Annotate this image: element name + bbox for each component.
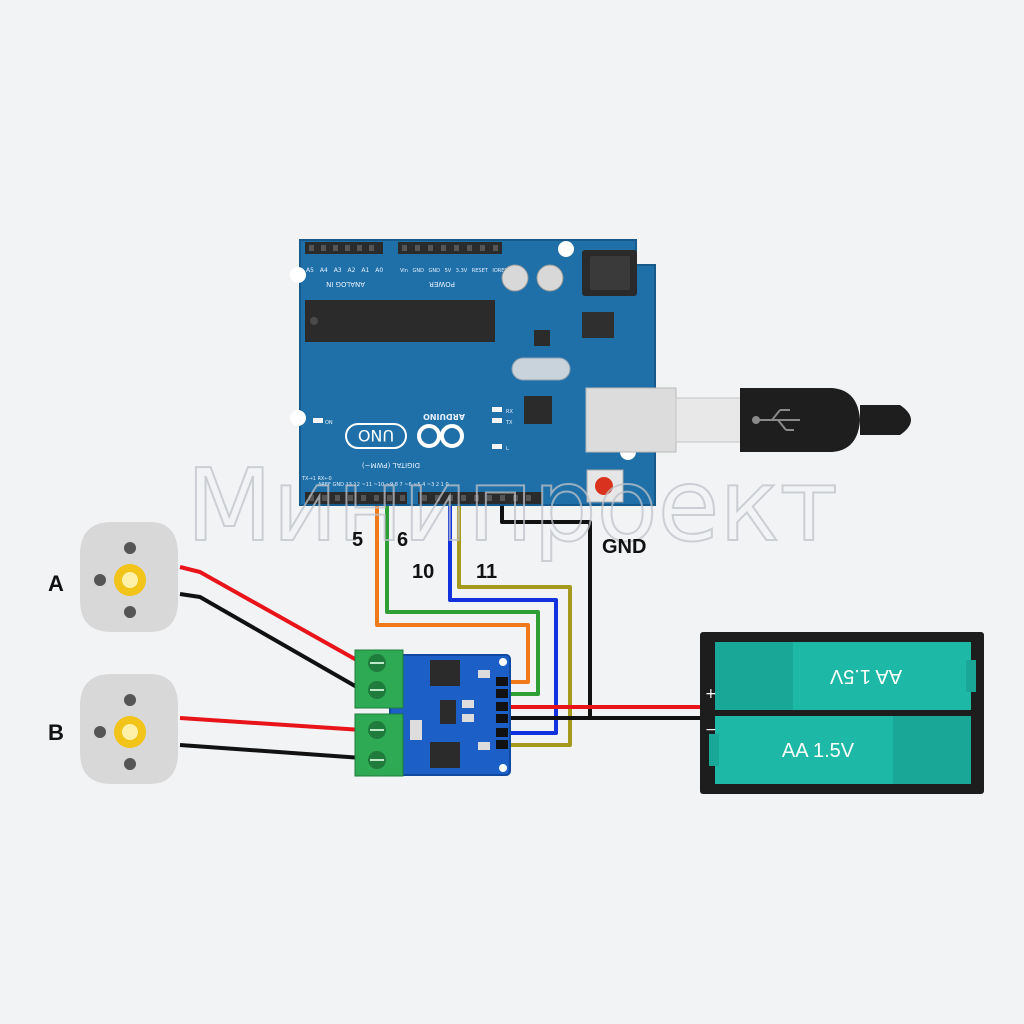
- battery-holder: AA 1.5V AA 1.5V + −: [700, 632, 984, 794]
- wire-label-gnd: GND: [602, 536, 646, 558]
- small-ic: [534, 330, 550, 346]
- power-header-label: POWER: [429, 280, 455, 288]
- wire-pin11-olive: [457, 495, 572, 747]
- led-rx: [492, 407, 502, 412]
- mounting-hole: [290, 267, 306, 283]
- watermark-text: Минипроект: [186, 447, 838, 564]
- analog-pin-labels: A5 A4 A3 A2 A1 A0: [306, 267, 383, 274]
- atmega-chip: [305, 300, 495, 342]
- wire-motor-b-red: [179, 716, 363, 732]
- led-tx: [492, 418, 502, 423]
- battery-plus-sign: +: [705, 686, 717, 702]
- led-tx-label: TX: [505, 420, 513, 426]
- wire-label-pin11: 11: [476, 561, 497, 583]
- battery-cell-top-label: AA 1.5V: [829, 665, 902, 687]
- power-header: [398, 242, 502, 254]
- motor-b: [80, 674, 178, 784]
- usb-cable: [585, 387, 911, 453]
- motor-b-label: B: [48, 720, 64, 745]
- battery-cell-top: AA 1.5V: [715, 642, 976, 710]
- power-pin-labels: Vin GND GND 5V 3.3V RESET IOREF: [400, 268, 507, 274]
- motor-shaft-gear-icon: [114, 716, 146, 748]
- terminal-block-motor-b: [354, 713, 404, 777]
- led-on-label: ON: [325, 420, 333, 426]
- led-l: [492, 444, 502, 449]
- battery-cell-bottom: AA 1.5V: [709, 716, 971, 784]
- capacitor: [501, 264, 529, 292]
- mounting-hole: [558, 241, 574, 257]
- led-l-label: L: [506, 446, 509, 452]
- wire-label-pin10: 10: [412, 561, 434, 583]
- wire-motor-a-red: [179, 565, 363, 665]
- mounting-hole: [290, 410, 306, 426]
- led-rx-label: RX: [506, 409, 513, 415]
- usb-plug-metal: [675, 397, 745, 443]
- wire-pin10-blue: [448, 495, 558, 735]
- driver-chip: [430, 742, 460, 768]
- arduino-uno-board: ANALOG IN POWER A5 A4 A3 A2 A1 A0 Vin GN…: [290, 239, 656, 506]
- wire-label-pin6: 6: [397, 529, 408, 551]
- motor-a-label: A: [48, 571, 64, 596]
- crystal-oscillator: [511, 357, 571, 381]
- usb-b-port: [585, 387, 677, 453]
- uno-badge: [345, 423, 407, 449]
- digital-pin-labels: AREF GND 13 12 ~11 ~10 ~9 8 7 ~6 ~5 4 ~3…: [318, 482, 449, 488]
- tx-rx-pin-labels: TX→1 RX←0: [301, 476, 332, 482]
- arduino-logo-text: ARDUINO: [423, 412, 465, 421]
- digital-header-low: [305, 492, 407, 504]
- wire-motor-b-black: [179, 743, 363, 760]
- battery-minus-sign: −: [705, 722, 717, 738]
- voltage-regulator: [582, 312, 614, 338]
- capacitor: [536, 264, 564, 292]
- driver-chip: [430, 660, 460, 686]
- wire-pin6-green: [385, 495, 540, 696]
- battery-cell-bottom-label: AA 1.5V: [782, 740, 855, 762]
- wires: [179, 495, 700, 760]
- arduino-logo: [417, 424, 464, 448]
- wire-pin5-orange: [375, 495, 530, 684]
- uno-model-text: UNO: [358, 426, 394, 445]
- motor-shaft-gear-icon: [114, 564, 146, 596]
- terminal-block-motor-a: [354, 649, 404, 709]
- wire-motor-a-black: [179, 592, 363, 692]
- led-on: [313, 418, 323, 423]
- motor-driver-board: [354, 649, 511, 777]
- wire-label-pin5: 5: [352, 529, 363, 551]
- driver-input-header: [496, 677, 508, 749]
- digital-header-label: DIGITAL (PWM~): [362, 461, 420, 469]
- motor-a: [80, 522, 178, 632]
- usb-controller-chip: [524, 396, 552, 424]
- analog-header-label: ANALOG IN: [326, 280, 365, 288]
- usb-icon: [752, 409, 800, 431]
